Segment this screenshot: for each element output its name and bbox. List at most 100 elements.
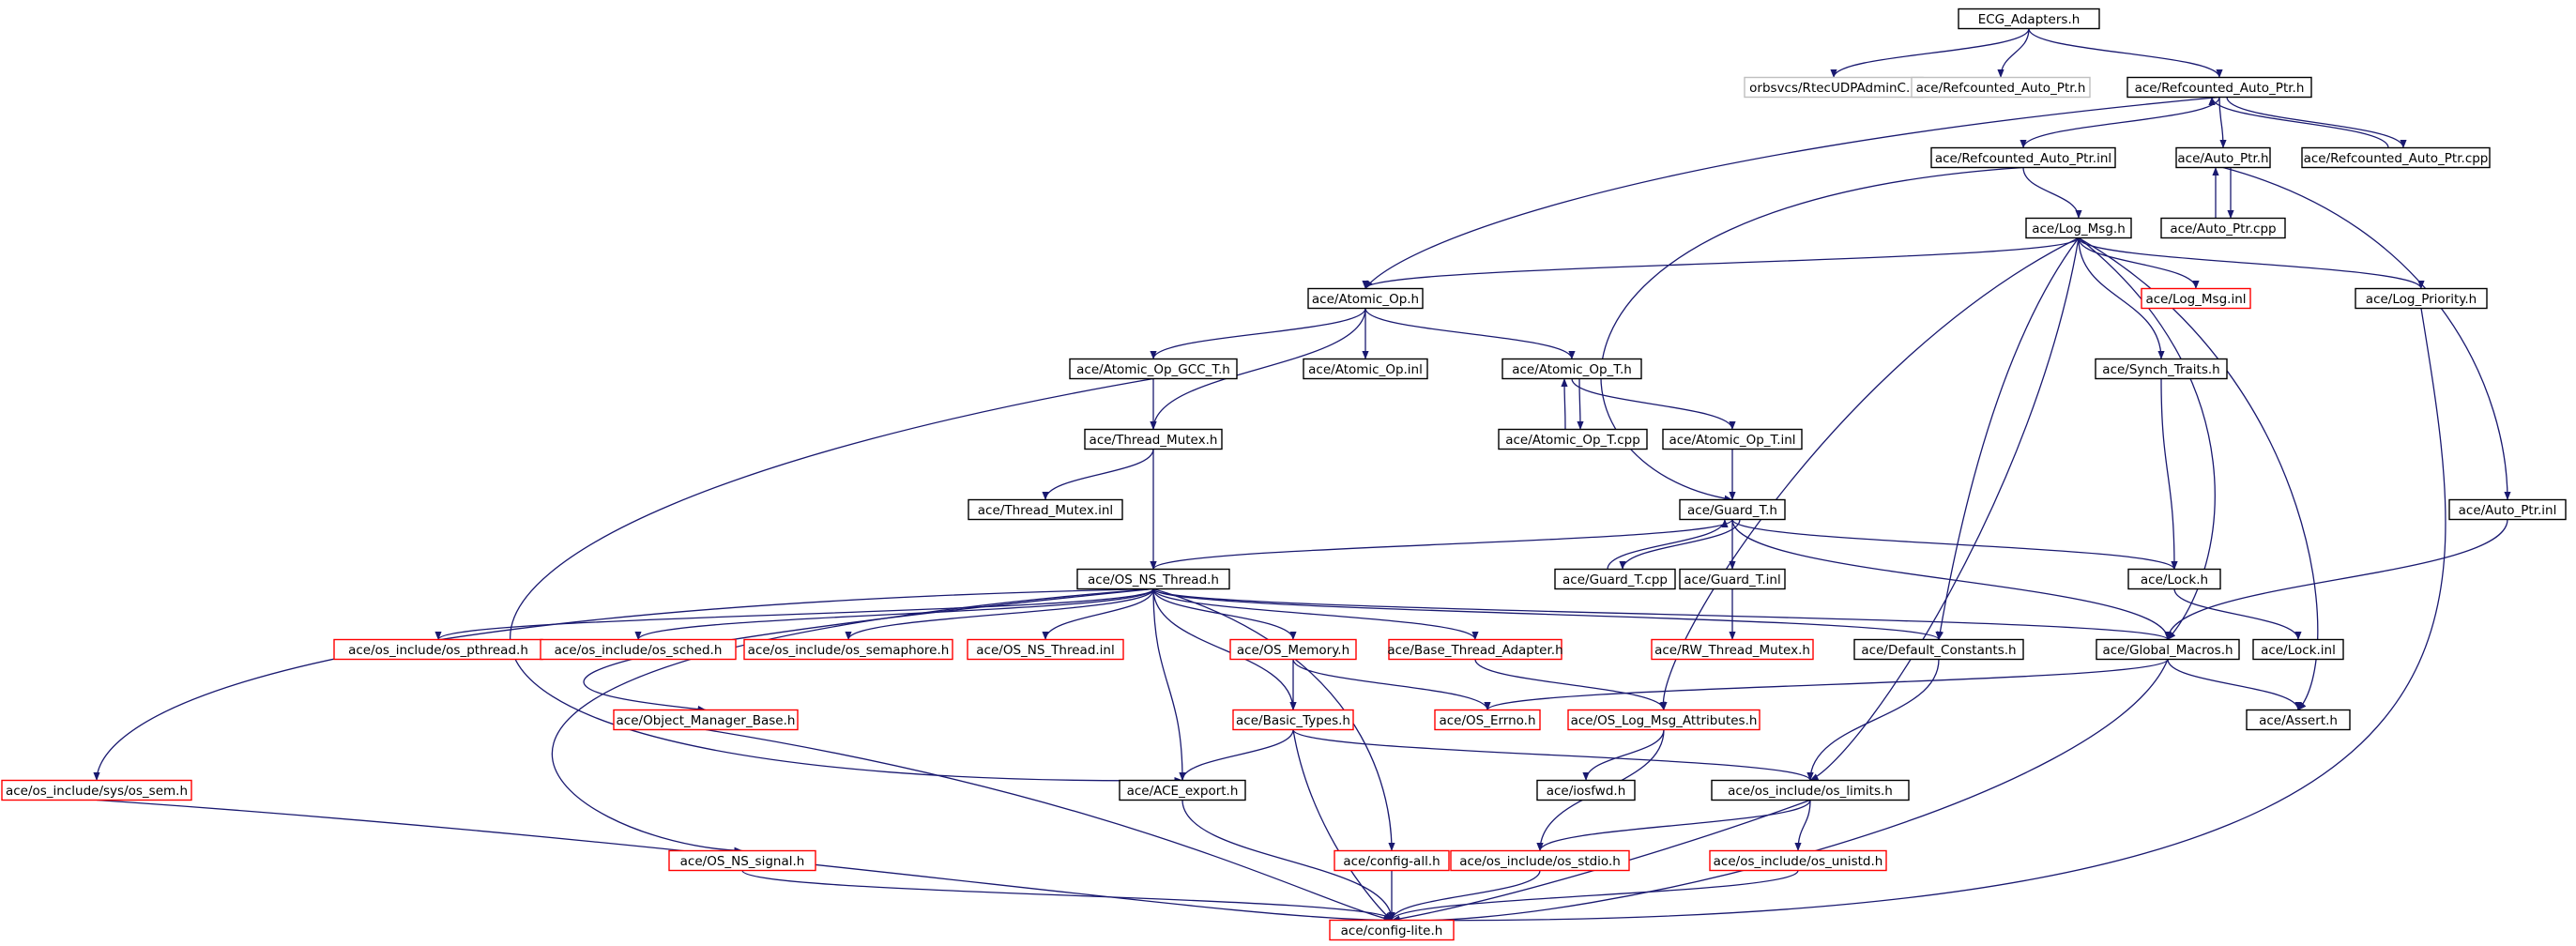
edge-guard_h-to-guard_cpp bbox=[1619, 519, 1741, 570]
node-box bbox=[2252, 638, 2344, 661]
node-os-limits[interactable]: ace/os_include/os_limits.h bbox=[1711, 779, 1910, 801]
node-lock-h[interactable]: ace/Lock.h bbox=[2127, 568, 2221, 590]
node-box bbox=[2025, 217, 2132, 239]
node-guard-h[interactable]: ace/Guard_T.h bbox=[1679, 498, 1786, 521]
node-label: ace/os_include/os_pthread.h bbox=[348, 643, 528, 658]
edge-atomic_op_h-to-aogcc bbox=[1150, 308, 1366, 359]
node-rtec[interactable]: orbsvcs/RtecUDPAdminC.h bbox=[1744, 76, 1924, 99]
node-guard-inl[interactable]: ace/Guard_T.inl bbox=[1679, 568, 1786, 590]
node-sched[interactable]: ace/os_include/os_sched.h bbox=[540, 638, 737, 661]
node-atomic-op-h[interactable]: ace/Atomic_Op.h bbox=[1307, 287, 1424, 310]
node-ace-export[interactable]: ace/ACE_export.h bbox=[1119, 779, 1246, 801]
node-log-priority[interactable]: ace/Log_Priority.h bbox=[2355, 287, 2488, 310]
node-box bbox=[1536, 779, 1636, 801]
node-atomic-op-inl[interactable]: ace/Atomic_Op.inl bbox=[1303, 358, 1428, 380]
node-log-msg-inl[interactable]: ace/Log_Msg.inl bbox=[2141, 287, 2251, 310]
node-auto-ptr-inl[interactable]: ace/Auto_Ptr.inl bbox=[2448, 498, 2567, 521]
edge-log_msg_attr-to-iosfwd bbox=[1582, 729, 1665, 781]
node-auto-ptr-h[interactable]: ace/Auto_Ptr.h bbox=[2175, 146, 2271, 169]
node-box bbox=[1232, 709, 1354, 731]
edge-atomic_op_h-to-thread_mutex_h bbox=[1150, 308, 1366, 430]
node-label: ace/iosfwd.h bbox=[1547, 784, 1626, 799]
node-rap-cpp[interactable]: ace/Refcounted_Auto_Ptr.cpp bbox=[2301, 146, 2491, 169]
node-label: ace/Assert.h bbox=[2259, 713, 2338, 728]
edge-synch_traits-to-lock_h bbox=[2160, 378, 2178, 570]
node-config-all[interactable]: ace/config-all.h bbox=[1334, 849, 1450, 872]
edge-log_msg_h-to-global_macros bbox=[2078, 236, 2216, 640]
node-label: ace/Global_Macros.h bbox=[2102, 643, 2233, 658]
node-label: ace/OS_NS_Thread.inl bbox=[976, 643, 1114, 658]
node-rap-h[interactable]: ace/Refcounted_Auto_Ptr.h bbox=[2126, 76, 2312, 99]
node-box bbox=[540, 638, 737, 661]
node-base-thread-adapter[interactable]: ace/Base_Thread_Adapter.h bbox=[1387, 638, 1563, 661]
node-pthread[interactable]: ace/os_include/os_pthread.h bbox=[333, 638, 543, 661]
node-object-manager-base[interactable]: ace/Object_Manager_Base.h bbox=[613, 709, 799, 731]
node-layer: ECG_Adapters.horbsvcs/RtecUDPAdminC.hace… bbox=[1, 8, 2567, 941]
edge-os_limits-to-os_stdio bbox=[1536, 800, 1811, 851]
edge-base_thread_adapter-to-log_msg_attr bbox=[1474, 659, 1668, 710]
node-box bbox=[1662, 428, 1803, 450]
node-label: ace/os_include/os_sched.h bbox=[555, 643, 723, 658]
edge-log_msg_h-to-synch_traits bbox=[2078, 237, 2165, 359]
node-guard-cpp[interactable]: ace/Guard_T.cpp bbox=[1554, 568, 1676, 590]
node-log-msg-h[interactable]: ace/Log_Msg.h bbox=[2025, 217, 2132, 239]
node-label: ECG_Adapters.h bbox=[1978, 12, 2081, 27]
node-lock-inl[interactable]: ace/Lock.inl bbox=[2252, 638, 2344, 661]
node-global-macros[interactable]: ace/Global_Macros.h bbox=[2096, 638, 2240, 661]
node-os-unistd[interactable]: ace/os_include/os_unistd.h bbox=[1709, 849, 1887, 872]
node-label: ace/OS_NS_Thread.h bbox=[1088, 572, 1219, 587]
node-label: ace/Log_Msg.h bbox=[2032, 221, 2126, 236]
edge-layer bbox=[93, 28, 2511, 924]
node-os-ns-thread-h[interactable]: ace/OS_NS_Thread.h bbox=[1076, 568, 1230, 590]
edge-aot_cpp-to-aot_h bbox=[1561, 378, 1568, 430]
edge-guard_h-to-lock_h bbox=[1731, 518, 2178, 571]
node-box bbox=[1450, 849, 1630, 872]
node-box bbox=[2355, 287, 2488, 310]
node-label: ace/Auto_Ptr.h bbox=[2177, 151, 2268, 166]
node-box bbox=[1334, 849, 1450, 872]
node-os-sem[interactable]: ace/os_include/sys/os_sem.h bbox=[1, 779, 192, 801]
node-rw-thread-mutex[interactable]: ace/RW_Thread_Mutex.h bbox=[1651, 638, 1814, 661]
node-semaphore[interactable]: ace/os_include/os_semaphore.h bbox=[743, 638, 953, 661]
node-os-ns-thread-inl[interactable]: ace/OS_NS_Thread.inl bbox=[967, 638, 1124, 661]
edge-os_memory-to-os_errno bbox=[1292, 659, 1491, 710]
node-label: ace/Object_Manager_Base.h bbox=[617, 713, 796, 728]
node-rap-inl[interactable]: ace/Refcounted_Auto_Ptr.inl bbox=[1930, 146, 2116, 169]
node-os-memory[interactable]: ace/OS_Memory.h bbox=[1229, 638, 1357, 661]
node-os-ns-signal[interactable]: ace/OS_NS_signal.h bbox=[668, 849, 816, 872]
node-label: ace/os_include/os_unistd.h bbox=[1714, 854, 1883, 869]
node-iosfwd[interactable]: ace/iosfwd.h bbox=[1536, 779, 1636, 801]
node-aot-cpp[interactable]: ace/Atomic_Op_T.cpp bbox=[1498, 428, 1648, 450]
node-basic-types[interactable]: ace/Basic_Types.h bbox=[1232, 709, 1354, 731]
node-rap-h-ext[interactable]: ace/Refcounted_Auto_Ptr.h bbox=[1911, 76, 2091, 99]
node-thread-mutex-inl[interactable]: ace/Thread_Mutex.inl bbox=[968, 498, 1123, 521]
node-default-constants[interactable]: ace/Default_Constants.h bbox=[1853, 638, 2024, 661]
node-os-stdio[interactable]: ace/os_include/os_stdio.h bbox=[1450, 849, 1630, 872]
edge-log_msg_h-to-log_msg_inl bbox=[2078, 237, 2200, 289]
node-config-lite[interactable]: ace/config-lite.h bbox=[1329, 919, 1455, 941]
edge-rap_h-to-atomic_op_h bbox=[1364, 96, 2220, 289]
node-box bbox=[967, 638, 1124, 661]
node-ecg[interactable]: ECG_Adapters.h bbox=[1958, 8, 2100, 30]
edge-os_limits-to-os_unistd bbox=[1794, 800, 1811, 851]
node-label: ace/Atomic_Op_T.inl bbox=[1669, 433, 1795, 448]
node-aot-h[interactable]: ace/Atomic_Op_T.h bbox=[1501, 358, 1642, 380]
edge-log_priority-to-config_lite bbox=[1391, 308, 2446, 924]
node-assert-h[interactable]: ace/Assert.h bbox=[2246, 709, 2351, 731]
node-aogcc[interactable]: ace/Atomic_Op_GCC_T.h bbox=[1069, 358, 1238, 380]
edge-os_ns_thread_h-to-ace_export bbox=[1152, 588, 1186, 781]
node-label: ace/Auto_Ptr.cpp bbox=[2170, 221, 2276, 236]
node-label: ace/ACE_export.h bbox=[1127, 784, 1239, 799]
node-box bbox=[1567, 709, 1761, 731]
edge-atomic_op_h-to-aot_h bbox=[1364, 308, 1576, 359]
node-log-msg-attr[interactable]: ace/OS_Log_Msg_Attributes.h bbox=[1567, 709, 1761, 731]
node-thread-mutex-h[interactable]: ace/Thread_Mutex.h bbox=[1084, 428, 1223, 450]
node-os-errno[interactable]: ace/OS_Errno.h bbox=[1434, 709, 1541, 731]
node-auto-ptr-cpp[interactable]: ace/Auto_Ptr.cpp bbox=[2160, 217, 2286, 239]
node-synch-traits[interactable]: ace/Synch_Traits.h bbox=[2095, 358, 2228, 380]
node-box bbox=[2095, 358, 2228, 380]
node-label: ace/Thread_Mutex.h bbox=[1090, 433, 1218, 448]
edge-basic_types-to-os_limits bbox=[1292, 728, 1814, 782]
node-aot-inl[interactable]: ace/Atomic_Op_T.inl bbox=[1662, 428, 1803, 450]
